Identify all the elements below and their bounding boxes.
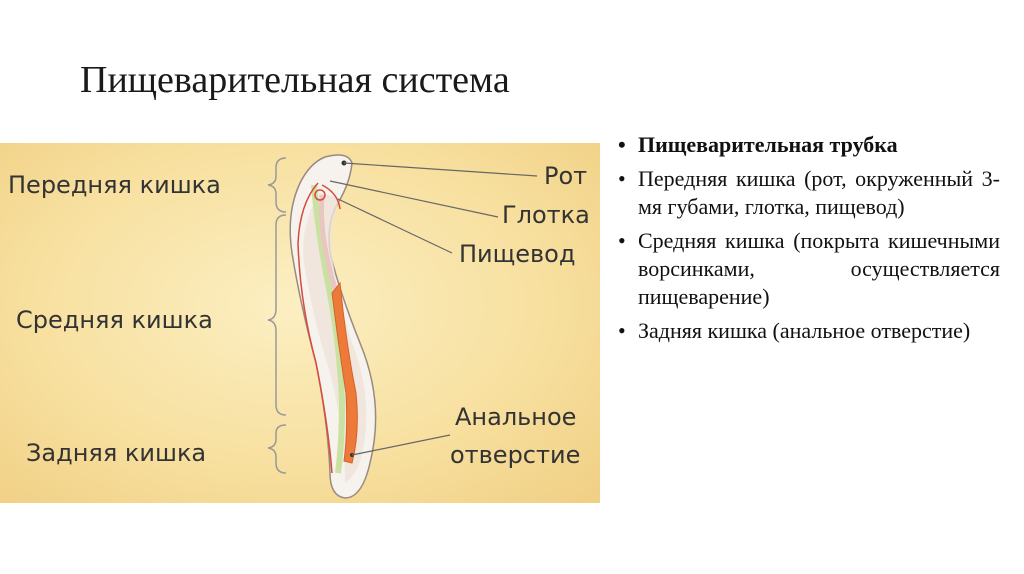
bullet-dot: •: [618, 228, 626, 253]
label-pharynx: Глотка: [502, 201, 590, 229]
label-anus-line1: Анальное: [455, 403, 577, 431]
bullet-text: Средняя кишка (покрыта кишечными ворсинк…: [638, 228, 1000, 309]
nerve-cord: [311, 184, 346, 474]
bullet-dot: •: [618, 318, 626, 343]
pointer-anus: [351, 434, 451, 456]
brace-hind: [267, 424, 287, 474]
label-mouth: Рот: [544, 162, 588, 190]
bullet-item: • Пищеварительная трубка: [618, 131, 1000, 159]
bullet-text: Пищеварительная трубка: [638, 132, 898, 157]
bullet-dot: •: [618, 132, 626, 157]
pharynx: [319, 194, 339, 294]
pointer-pharynx: [329, 180, 499, 218]
bullet-dot: •: [618, 166, 626, 191]
label-foregut: Передняя кишка: [8, 171, 221, 199]
bullet-item: • Задняя кишка (анальное отверстие): [618, 317, 1000, 345]
nerve-ring: [314, 189, 326, 201]
pointer-lines: [329, 162, 538, 456]
worm-illustration: [267, 154, 538, 499]
slide-title: Пищеварительная система: [80, 59, 510, 101]
midgut: [331, 281, 358, 464]
label-hindgut: Задняя кишка: [26, 439, 207, 467]
label-esophagus: Пищевод: [459, 240, 576, 268]
pointer-esophagus: [337, 198, 453, 254]
section-braces: [267, 157, 287, 474]
label-midgut: Средняя кишка: [16, 306, 213, 334]
excretory-canal-right: [321, 184, 341, 210]
bullet-text: Передняя кишка (рот, окруженный 3-мя губ…: [638, 166, 1000, 219]
worm-figure: Передняя кишка Средняя кишка Задняя кишк…: [0, 143, 600, 503]
brace-fore: [267, 157, 287, 213]
label-anus-line2: отверстие: [450, 441, 581, 469]
excretory-canal: [297, 182, 333, 474]
bullet-list: • Пищеварительная трубка • Передняя кишк…: [618, 131, 1000, 351]
bullet-text: Задняя кишка (анальное отверстие): [638, 318, 971, 343]
brace-mid: [267, 214, 287, 416]
pointer-mouth: [343, 162, 538, 177]
bullet-item: • Средняя кишка (покрыта кишечными ворси…: [618, 227, 1000, 311]
bullet-item: • Передняя кишка (рот, окруженный 3-мя г…: [618, 165, 1000, 221]
